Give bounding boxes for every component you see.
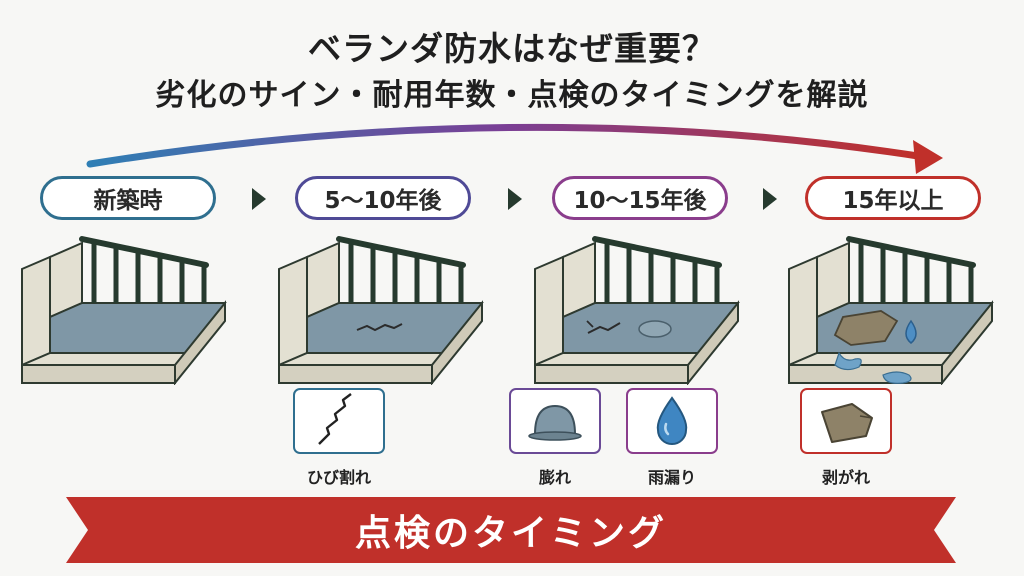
railing-top-bar [336,236,466,268]
stage-arrow-3 [763,188,777,210]
sign-label-leak: 雨漏り [647,468,696,487]
balcony-left-wall [788,255,818,367]
balcony-left-wall [278,255,308,367]
sign-card-crack [293,388,385,454]
peeling-icon [821,403,873,443]
balcony-front-ledge [788,352,966,366]
balcony-front-ledge [21,352,199,366]
balcony-front-ledge [534,352,712,366]
stage-label-new: 新築時 [40,176,216,220]
railing-top-bar [592,236,722,268]
sign-label-blister: 膨れ [538,468,571,487]
balcony-illustration-15-plus [788,236,994,385]
floor-crack-mark [587,322,621,334]
sign-card-blister [509,388,601,454]
timeline-arrow-curve [86,123,922,168]
balcony-front-wall [534,364,689,384]
inspection-banner: 点検のタイミング [66,497,956,563]
floor-blister-mark [638,320,672,338]
inspection-banner-text: 点検のタイミング [354,513,667,554]
balcony-illustration-10-15 [534,236,740,385]
stage-label-10-15: 10〜15年後 [552,176,728,220]
balcony-left-wall [534,255,564,367]
floor-peeling-mark [833,310,899,346]
stage-label-5-10: 5〜10年後 [295,176,471,220]
water-drop-mark [905,319,917,344]
balcony-right-side [174,300,226,385]
railing-top-bar [846,236,976,268]
floor-crack-mark [586,320,594,328]
sign-card-peeling [800,388,892,454]
page-title-line-1: ベランダ防水はなぜ重要？ [308,29,716,68]
water-puddle-mark [882,371,912,384]
inspection-banner-ribbon [66,497,956,563]
floor-crack-mark [356,323,403,332]
balcony-front-ledge [278,352,456,366]
water-puddle-mark [834,351,862,371]
balcony-right-side [431,300,483,385]
timeline-arrow [86,123,943,174]
stage-label-text: 新築時 [93,188,163,214]
balcony-right-side [687,300,739,385]
railing-top-bar [79,236,209,268]
stage-arrow-1 [252,188,266,210]
crack-icon [318,393,352,445]
water-drop-icon [656,396,688,445]
balcony-left-wall [21,255,51,367]
page-title-line-2: 劣化のサイン・耐用年数・点検のタイミングを解説 [155,78,869,113]
balcony-right-side [941,300,993,385]
balcony-illustration-5-10 [278,236,484,385]
balcony-front-wall [21,364,176,384]
balcony-front-wall [278,364,433,384]
stage-label-text: 15年以上 [842,188,944,214]
stage-label-15-plus: 15年以上 [805,176,981,220]
stage-label-text: 5〜10年後 [324,188,442,214]
stage-arrow-2 [508,188,522,210]
balcony-illustration-new [21,236,227,385]
sign-label-peeling: 剥がれ [821,468,870,487]
balcony-front-wall [788,364,943,384]
stage-label-text: 10〜15年後 [573,188,707,214]
sign-card-leak [626,388,718,454]
timeline-arrow-head [913,140,943,174]
blister-icon [528,404,582,441]
sign-label-crack: ひび割れ [306,468,371,487]
